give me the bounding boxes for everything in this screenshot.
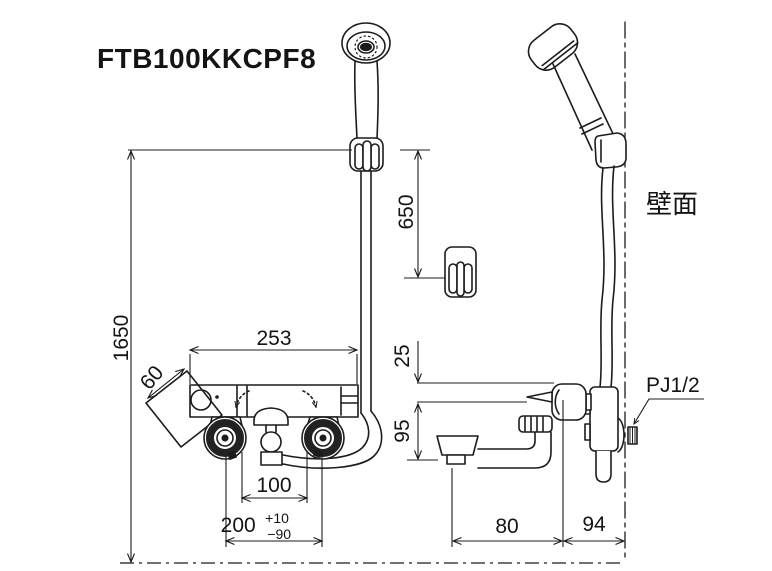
dim-100: 100 [240, 452, 309, 503]
dim-80-label: 80 [495, 515, 518, 538]
reference-lines [120, 149, 625, 564]
shower-hanger-front [349, 137, 384, 172]
shower-holder-side [594, 132, 627, 169]
dim-1650: 1650 [110, 149, 136, 564]
spout-side [436, 431, 552, 469]
dimension-layer: 1650 650 253 60 [110, 149, 704, 564]
front-view [145, 22, 391, 469]
shower-head-front [341, 22, 391, 140]
shower-holder-part [444, 246, 477, 298]
shower-head-side [527, 23, 616, 151]
pj-leader [633, 398, 704, 426]
faucet-side-mount [584, 386, 625, 483]
dim-94-label: 94 [582, 513, 606, 536]
svg-text:200 +10 −90: 200 +10 −90 [221, 510, 294, 542]
dim-80-94: 80 94 [451, 400, 626, 547]
dim-25-label: 25 [391, 344, 414, 367]
leg-nut-right [301, 416, 345, 460]
pipe-joint-thread [627, 426, 638, 445]
dim-200-tol-minus: −90 [267, 526, 291, 542]
pj-connection-label: PJ1/2 [646, 374, 700, 397]
leg-nut-left [203, 416, 247, 461]
dim-200: 200 +10 −90 [221, 455, 324, 547]
side-view [436, 21, 638, 563]
shower-hose-side [599, 165, 616, 388]
dim-200-tol-plus: +10 [265, 510, 289, 526]
dim-1650-label: 1650 [110, 315, 133, 362]
model-number-title: FTB100KKCPF8 [97, 43, 316, 74]
dim-253-label: 253 [256, 327, 291, 350]
dim-650-label: 650 [395, 194, 418, 229]
wall-surface-label: 壁面 [646, 189, 698, 219]
diverter-outlet [253, 407, 289, 466]
faucet-knob-side [518, 383, 592, 433]
shower-hose-front [282, 170, 383, 469]
dim-650: 650 [395, 149, 446, 279]
dim-95-label: 95 [391, 419, 414, 442]
dim-253: 253 [188, 327, 359, 384]
dim-100-label: 100 [256, 474, 291, 497]
dim-200-label: 200 [221, 514, 256, 537]
dim-25-95: 25 95 [391, 341, 554, 461]
